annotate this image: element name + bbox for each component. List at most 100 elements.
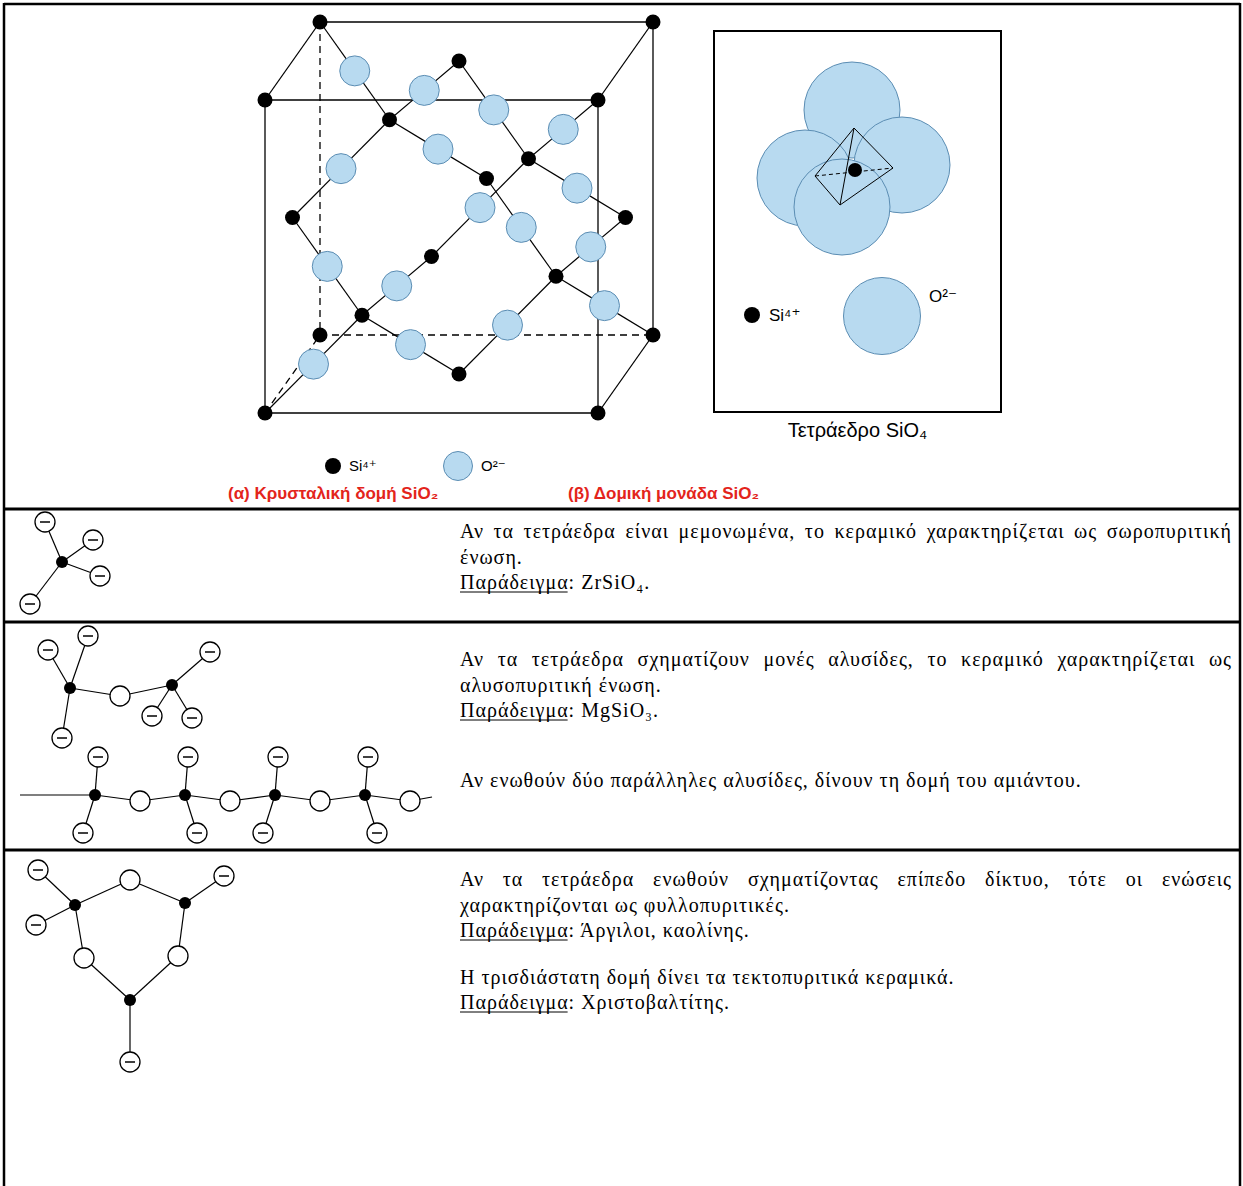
silicon-atom [618, 210, 633, 225]
example-text: Παράδειγμα: MgSiO₃. [460, 698, 1232, 724]
table-border [4, 3, 1240, 1186]
silicon-atom [269, 789, 281, 801]
table-cell-text: Αν τα τετράεδρα ενωθούν σχηματίζοντας επ… [460, 867, 1232, 918]
oxygen-ion [178, 747, 198, 767]
tetrahedron [757, 62, 950, 255]
figure-frame: Τετράεδρο SiO₄ [713, 30, 1002, 413]
oxygen-ion [83, 530, 103, 550]
silicate-sketches [20, 512, 432, 1072]
minus-sign [192, 832, 202, 834]
silicon-atom [313, 328, 328, 343]
oxygen-ion [35, 512, 55, 532]
legend-swatch [843, 277, 921, 355]
minus-sign [93, 756, 103, 758]
minus-sign [363, 756, 373, 758]
figure-caption: (β) Δομική μονάδα SiO₂ [568, 484, 759, 504]
oxygen-atom [396, 330, 426, 360]
minus-sign [40, 521, 50, 523]
oxygen-ion [367, 823, 387, 843]
minus-sign [372, 832, 382, 834]
legend-swatch [443, 451, 473, 481]
silicon-atom [258, 93, 273, 108]
oxygen-atom [548, 114, 578, 144]
silicon-atom [89, 789, 101, 801]
minus-sign [78, 832, 88, 834]
minus-sign [187, 717, 197, 719]
legend-item: Si⁴⁺ [325, 458, 377, 474]
bond-line [20, 794, 95, 795]
oxygen-atom [506, 212, 536, 242]
figure-caption: (α) Κρυσταλική δομή SiO₂ [228, 484, 438, 504]
minus-sign [273, 756, 283, 758]
minus-sign [183, 756, 193, 758]
silicon-atom [179, 897, 191, 909]
legend-swatch [325, 458, 341, 474]
table-border [1239, 3, 1242, 1186]
cube-edge [265, 412, 598, 413]
oxygen-atom [479, 95, 509, 125]
silicon-atom [359, 789, 371, 801]
table-border [4, 508, 1240, 511]
silicon-atom [452, 54, 467, 69]
oxygen-ion [182, 708, 202, 728]
oxygen-ion [268, 747, 288, 767]
oxygen-atom [400, 791, 420, 811]
cube-edge [598, 335, 653, 413]
example-text: Παράδειγμα: ZrSiO₄. [460, 570, 1232, 596]
silicon-atom [64, 682, 76, 694]
table-cell-text: Αν τα τετράεδρα σχηματίζουν μονές αλυσίδ… [460, 647, 1232, 698]
legend-text: Si⁴⁺ [349, 457, 377, 475]
silicon-atom [424, 249, 439, 264]
minus-sign [43, 649, 53, 651]
tetrahedron-edge [815, 176, 840, 205]
oxygen-atom [310, 791, 330, 811]
minus-sign [147, 715, 157, 717]
oxygen-ion [73, 823, 93, 843]
legend-swatch [744, 307, 760, 323]
cube-edge [598, 22, 653, 100]
table-cell-text: Αν ενωθούν δύο παράλληλες αλυσίδες, δίνο… [460, 768, 1232, 794]
legend-text: O²⁻ [929, 286, 957, 307]
minus-sign [57, 737, 67, 739]
example-text: Παράδειγμα: Άργιλοι, καολίνης. [460, 918, 1232, 944]
silicon-atom [258, 406, 273, 421]
oxygen-atom [299, 349, 329, 379]
silicon-atom [848, 163, 862, 177]
oxygen-atom [110, 686, 130, 706]
cube-edge [265, 22, 320, 100]
oxygen-ion [120, 1052, 140, 1072]
oxygen-atom [423, 134, 453, 164]
oxygen-ion [26, 915, 46, 935]
oxygen-atom [590, 291, 620, 321]
legend-item: O²⁻ [443, 451, 506, 481]
oxygen-ion [28, 860, 48, 880]
oxygen-atom [562, 173, 592, 203]
oxygen-atom [340, 56, 370, 86]
silicon-atom [285, 210, 300, 225]
oxygen-atom [74, 948, 94, 968]
silicon-atom [646, 15, 661, 30]
silicon-atom [591, 406, 606, 421]
crystal-structure [258, 15, 661, 421]
minus-sign [125, 1061, 135, 1063]
oxygen-ion [358, 747, 378, 767]
oxygen-atom [326, 154, 356, 184]
oxygen-atom [465, 193, 495, 223]
silicon-atom [179, 789, 191, 801]
silicon-atom [355, 308, 370, 323]
oxygen-ion [88, 747, 108, 767]
oxygen-ion [214, 866, 234, 886]
cube-edge [652, 22, 653, 335]
legend-text: O²⁻ [481, 457, 506, 475]
minus-sign [88, 539, 98, 541]
oxygen-ion [20, 594, 40, 614]
silicon-atom [166, 679, 178, 691]
silicon-atom [313, 15, 328, 30]
oxygen-atom [168, 946, 188, 966]
oxygen-ion [253, 823, 273, 843]
cube-edge [320, 21, 653, 22]
minus-sign [31, 924, 41, 926]
table-border [4, 3, 1240, 6]
oxygen-ion [142, 706, 162, 726]
oxygen-ion [187, 823, 207, 843]
